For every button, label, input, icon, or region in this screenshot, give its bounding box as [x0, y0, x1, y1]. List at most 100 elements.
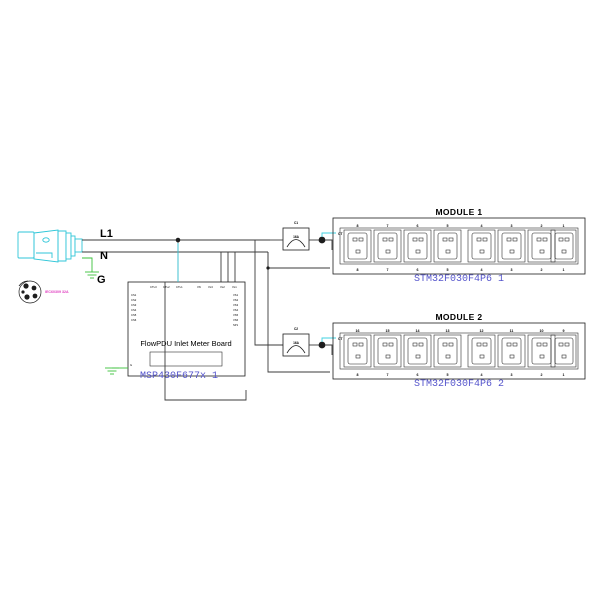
outlet-number-bottom: 6	[417, 268, 419, 272]
pin-label-cs3: CS3	[131, 303, 137, 307]
outlet-number-bottom: 5	[447, 373, 449, 377]
outlet-number-top: 9	[563, 329, 565, 333]
outlet-number-bottom: 2	[541, 268, 543, 272]
pin-label-vs3: VS3	[233, 303, 239, 307]
module-1[interactable]: MODULE 1 8 8	[332, 207, 586, 285]
outlet-number-bottom: 8	[357, 268, 359, 272]
outlet[interactable]: 5 5	[433, 224, 462, 272]
outlet-number-bottom: 6	[417, 373, 419, 377]
outlet-number-top: 12	[480, 329, 484, 333]
ct-sensor-1	[318, 232, 336, 244]
outlet-number-top: 15	[386, 329, 390, 333]
pin-label-vl1: VL1	[232, 285, 237, 289]
rail-label-n: N	[100, 250, 108, 262]
outlet-number-bottom: 7	[387, 373, 389, 377]
outlet[interactable]: 3 3	[497, 224, 526, 272]
outlet-number-top: 16	[356, 329, 360, 333]
pin-label-vs2: VS2	[233, 298, 239, 302]
rail-n-branch-m1	[267, 252, 330, 269]
pin-label-vl3: VL3	[208, 285, 213, 289]
outlet[interactable]: 13 5	[433, 329, 462, 377]
breaker-c1-rating: 16A	[293, 235, 300, 239]
outlet-number-top: 5	[447, 224, 449, 228]
pin-label-vs5: VS5	[233, 313, 239, 317]
module-2-mcu-label: STM32F030F4P6 2	[414, 379, 504, 390]
pin-label-vs4: VS4	[233, 308, 239, 312]
junction-dot-n	[266, 266, 270, 270]
outlet-number-top: 8	[357, 224, 359, 228]
outlet[interactable]: 7 7	[373, 224, 402, 272]
pin-label-vl2: VL2	[220, 285, 225, 289]
ground-symbol-board-icon	[105, 367, 119, 375]
breaker-c2-rating: 16A	[293, 341, 300, 345]
module-2[interactable]: MODULE 2 16 8	[332, 312, 586, 390]
outlet-number-bottom: 3	[511, 373, 513, 377]
pin-label-cs2: CS2	[131, 298, 137, 302]
outlet[interactable]: 11 3	[497, 329, 526, 377]
outlet-number-bottom: 3	[511, 268, 513, 272]
connector-type-label: IEC60309 32A	[45, 290, 69, 294]
ct-sensor-2	[318, 337, 336, 349]
pin-label-ground: G	[130, 363, 132, 367]
pin-label-cs6: CS6	[131, 318, 137, 322]
module1-feed-wire	[325, 239, 333, 250]
outlet-number-bottom: 8	[357, 373, 359, 377]
module-1-title: MODULE 1	[435, 207, 482, 217]
pin-label-cs1: CS1	[131, 293, 137, 297]
outlet[interactable]: 4 4	[467, 224, 496, 272]
rail-n-branch-m2	[267, 252, 330, 373]
module-2-outlets[interactable]: 16 8 15 7 14	[343, 329, 577, 377]
module-2-title: MODULE 2	[435, 312, 482, 322]
module-1-outlets[interactable]: 8 8 7 7 6	[343, 224, 577, 272]
breaker-c2[interactable]: C2 16A	[282, 327, 310, 357]
outlet-number-bottom: 1	[563, 268, 565, 272]
rail-label-l1: L1	[100, 228, 113, 240]
ct-label-2: CT	[338, 337, 343, 341]
outlet-number-bottom: 2	[541, 373, 543, 377]
pin-label-ctl2: CTL2	[163, 285, 170, 289]
outlet-number-top: 13	[446, 329, 450, 333]
meter-board-mcu-label: MSP430F677x 1	[140, 371, 218, 382]
pin-label-cs4: CS4	[131, 308, 137, 312]
outlet-number-top: 3	[511, 224, 513, 228]
outlet[interactable]: 8 8	[343, 224, 372, 272]
ground-symbol-inlet-icon	[85, 271, 99, 279]
outlet[interactable]: 14 6	[403, 329, 432, 377]
pin-label-cs5: CS5	[131, 313, 137, 317]
outlet[interactable]: 6 6	[403, 224, 432, 272]
meter-board-left-pins: CS1 CS2 CS3 CS4 CS5 CS6	[131, 293, 137, 322]
inlet-meter-board[interactable]: CTL3 CTL2 CTL1 VN VL3 VL2 VL1 CS1 CS2 CS…	[127, 281, 246, 382]
outlet-number-top: 4	[481, 224, 483, 228]
pin-label-ctl3: CTL3	[150, 285, 157, 289]
meter-board-component-outline	[149, 351, 223, 367]
outlet-number-bottom: 5	[447, 268, 449, 272]
meter-board-top-pins-left: CTL3 CTL2 CTL1	[150, 285, 183, 289]
pin-label-sp1: SP1	[233, 323, 239, 327]
outlet[interactable]: 12 4	[467, 329, 496, 377]
meter-board-title: FlowPDU Inlet Meter Board	[140, 339, 231, 348]
breaker-c1[interactable]: C1 16A	[282, 221, 310, 251]
outlet-number-top: 7	[387, 224, 389, 228]
rail-label-g: G	[97, 274, 106, 286]
rail-l1-branch-c2	[254, 240, 283, 346]
module2-feed-wire	[325, 344, 333, 355]
ct-label-1: CT	[338, 232, 343, 236]
outlet-number-top: 14	[416, 329, 420, 333]
outlet[interactable]: 9 1	[550, 329, 577, 377]
breaker-c2-name: C2	[294, 327, 298, 331]
outlet-number-top: 1	[563, 224, 565, 228]
outlet[interactable]: 15 7	[373, 329, 402, 377]
outlet-number-bottom: 1	[563, 373, 565, 377]
outlet-number-top: 6	[417, 224, 419, 228]
pin-label-vn: VN	[197, 285, 201, 289]
pin-label-vs6: VS6	[233, 318, 239, 322]
meter-board-top-pins-right: VN VL3 VL2 VL1	[197, 285, 237, 289]
breaker-c1-name: C1	[294, 221, 298, 225]
outlet[interactable]: 16 8	[343, 329, 372, 377]
junction-dot-l1	[175, 237, 181, 243]
outlet-number-top: 2	[541, 224, 543, 228]
outlet-number-bottom: 7	[387, 268, 389, 272]
inlet-plug-icon	[17, 229, 83, 263]
outlet[interactable]: 1 1	[550, 224, 577, 272]
